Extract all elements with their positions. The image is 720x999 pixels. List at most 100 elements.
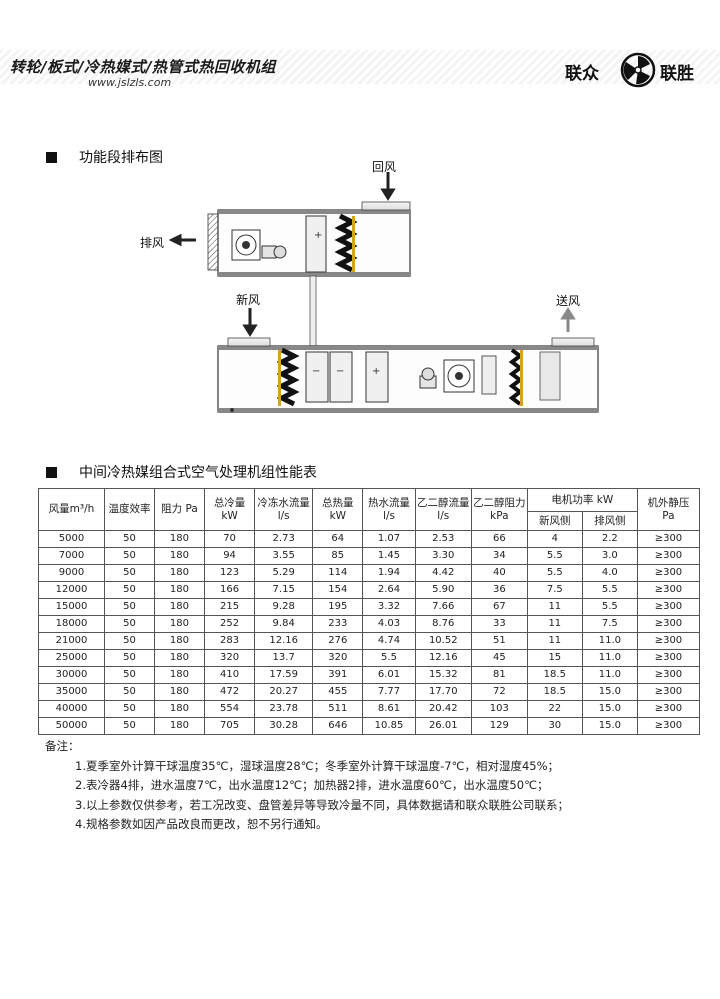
table-cell: 114 bbox=[312, 564, 364, 582]
table-cell: 66 bbox=[470, 530, 528, 548]
note-item: 2.表冷器4排，进水温度7℃，出水温度12℃；加热器2排，进水温度60℃，出水温… bbox=[75, 778, 549, 792]
table-cell: 5.5 bbox=[526, 564, 583, 582]
table-cell: 9.84 bbox=[254, 615, 314, 633]
table-cell: 11 bbox=[526, 632, 583, 650]
table-cell: 12.16 bbox=[254, 632, 314, 650]
col-header: 阻力 Pa bbox=[153, 488, 206, 531]
table-cell: 2.64 bbox=[362, 581, 416, 599]
table-cell: 7.5 bbox=[526, 581, 583, 599]
table-cell: 180 bbox=[153, 632, 206, 650]
table-cell: 50 bbox=[104, 632, 155, 650]
table-cell: ≥300 bbox=[636, 615, 701, 633]
table-cell: 11 bbox=[526, 598, 583, 616]
table-cell: 17.59 bbox=[254, 666, 314, 684]
table-cell: 180 bbox=[153, 717, 206, 735]
table-cell: 180 bbox=[153, 615, 206, 633]
table-cell: 180 bbox=[153, 581, 206, 599]
table-cell: 12.16 bbox=[414, 649, 472, 667]
col-header: 电机功率 kW bbox=[526, 488, 638, 512]
exhaust-air-label: 排风 bbox=[140, 236, 165, 250]
table-cell: 129 bbox=[470, 717, 528, 735]
table-cell: 20.42 bbox=[414, 700, 472, 718]
table-cell: 18.5 bbox=[526, 666, 583, 684]
note-item: 1.夏季室外计算干球温度35℃，湿球温度28℃；冬季室外计算干球温度-7℃，相对… bbox=[75, 758, 560, 773]
table-cell: 50 bbox=[104, 700, 155, 718]
table-cell: 11.0 bbox=[581, 666, 638, 684]
table-cell: 511 bbox=[312, 700, 364, 718]
table-cell: 3.0 bbox=[581, 547, 638, 565]
table-cell: 11.0 bbox=[581, 649, 638, 667]
col-header: 总热量 kW bbox=[312, 488, 364, 531]
table-cell: 252 bbox=[204, 615, 256, 633]
table-cell: 51 bbox=[470, 632, 528, 650]
table-cell: 25000 bbox=[38, 649, 105, 667]
table-cell: 50 bbox=[104, 683, 155, 701]
section-title-layout: 功能段排布图 bbox=[46, 147, 163, 167]
table-cell: 11.0 bbox=[581, 632, 638, 650]
table-cell: 3.32 bbox=[362, 598, 416, 616]
table-cell: 455 bbox=[312, 683, 364, 701]
table-cell: 70 bbox=[204, 530, 256, 548]
table-cell: 85 bbox=[312, 547, 364, 565]
table-cell: 5.5 bbox=[581, 598, 638, 616]
table-cell: 7.66 bbox=[414, 598, 472, 616]
table-cell: 215 bbox=[204, 598, 256, 616]
table-cell: 34 bbox=[470, 547, 528, 565]
notes: 备注： 1.夏季室外计算干球温度35℃，湿球温度28℃；冬季室外计算干球温度-7… bbox=[45, 737, 569, 835]
table-cell: ≥300 bbox=[636, 666, 701, 684]
table-cell: 81 bbox=[470, 666, 528, 684]
table-cell: 4.42 bbox=[414, 564, 472, 582]
table-cell: 40000 bbox=[38, 700, 105, 718]
table-cell: 50 bbox=[104, 581, 155, 599]
table-cell: 4.03 bbox=[362, 615, 416, 633]
table-cell: 2.53 bbox=[414, 530, 472, 548]
table-cell: ≥300 bbox=[636, 700, 701, 718]
table-cell: 15 bbox=[526, 649, 583, 667]
table-cell: 5000 bbox=[38, 530, 105, 548]
website-url[interactable]: www.jslzls.com bbox=[88, 76, 172, 89]
table-cell: 180 bbox=[153, 683, 206, 701]
table-cell: 6.01 bbox=[362, 666, 416, 684]
table-cell: ≥300 bbox=[636, 632, 701, 650]
col-header: 乙二醇阻力 kPa bbox=[470, 488, 528, 531]
ahu-diagram-svg: + − − + bbox=[168, 172, 599, 413]
table-cell: 4 bbox=[526, 530, 583, 548]
table-cell: 7.5 bbox=[581, 615, 638, 633]
col-header: 冷冻水流量 l/s bbox=[254, 488, 314, 531]
table-cell: 10.52 bbox=[414, 632, 472, 650]
table-cell: 23.78 bbox=[254, 700, 314, 718]
section-title-performance: 中间冷热媒组合式空气处理机组性能表 bbox=[46, 462, 317, 482]
table-cell: 154 bbox=[312, 581, 364, 599]
table-cell: 180 bbox=[153, 649, 206, 667]
table-cell: 22 bbox=[526, 700, 583, 718]
table-cell: ≥300 bbox=[636, 683, 701, 701]
table-cell: ≥300 bbox=[636, 564, 701, 582]
page-header-title: 转轮/板式/冷热媒式/热管式热回收机组 bbox=[10, 58, 276, 76]
table-cell: 554 bbox=[204, 700, 256, 718]
table-cell: 283 bbox=[204, 632, 256, 650]
table-cell: 15.0 bbox=[581, 683, 638, 701]
table-cell: 5.5 bbox=[362, 649, 416, 667]
table-cell: 18.5 bbox=[526, 683, 583, 701]
table-cell: 50 bbox=[104, 717, 155, 735]
table-cell: 50 bbox=[104, 547, 155, 565]
table-cell: 180 bbox=[153, 598, 206, 616]
table-cell: 35000 bbox=[38, 683, 105, 701]
table-cell: 72 bbox=[470, 683, 528, 701]
table-cell: 15.0 bbox=[581, 717, 638, 735]
table-cell: 320 bbox=[204, 649, 256, 667]
table-cell: 9000 bbox=[38, 564, 105, 582]
brand-name-right: 联胜 bbox=[660, 64, 694, 84]
table-cell: 7.77 bbox=[362, 683, 416, 701]
supply-air-label: 送风 bbox=[556, 294, 581, 308]
table-cell: 180 bbox=[153, 564, 206, 582]
table-cell: 18000 bbox=[38, 615, 105, 633]
table-cell: ≥300 bbox=[636, 649, 701, 667]
table-cell: 26.01 bbox=[414, 717, 472, 735]
